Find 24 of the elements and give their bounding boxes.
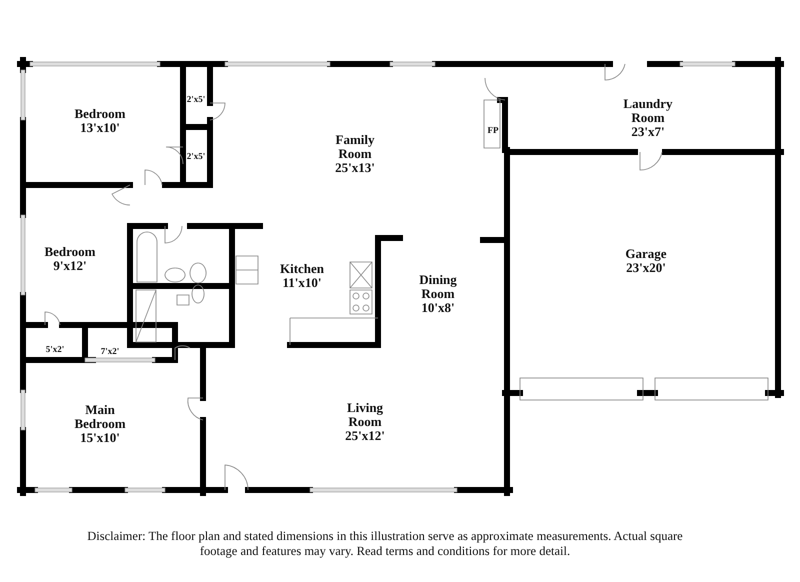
closet-dimension: 7'x2' <box>100 346 120 356</box>
room-name: Dining Room <box>419 273 457 301</box>
closet-dimension: 5'x2' <box>46 344 64 354</box>
room-name: Bedroom <box>44 245 96 259</box>
room-name: Kitchen <box>280 262 324 276</box>
room-dimension: 25'x13' <box>335 161 375 175</box>
room-name: Laundry Room <box>623 97 673 125</box>
room-dimension: 9'x12' <box>53 259 87 273</box>
disclaimer-text: Disclaimer: The floor plan and stated dimensions in this illustration serve as approximate measurements. Actual square footage and features may vary. Read terms and conditions for more detail. <box>86 529 684 559</box>
room-name: Family Room <box>336 133 374 161</box>
room-dimension: 11'x10' <box>282 276 322 290</box>
room-dimension: 23'x7' <box>631 125 665 139</box>
room-dimension: 25'x12' <box>345 429 385 443</box>
room-name: Bedroom <box>74 107 126 121</box>
room-dimension: 23'x20' <box>626 261 666 275</box>
fireplace-label: FP <box>488 125 498 135</box>
closet-dimension: 2'x5' <box>186 151 206 161</box>
room-dimension: 10'x8' <box>421 301 455 315</box>
room-name: Living Room <box>346 401 384 429</box>
room-dimension: 15'x10' <box>80 431 120 445</box>
room-name: Garage <box>625 247 667 261</box>
room-name: Main Bedroom <box>74 403 126 431</box>
closet-dimension: 2'x5' <box>186 94 206 104</box>
room-dimension: 13'x10' <box>80 121 120 135</box>
